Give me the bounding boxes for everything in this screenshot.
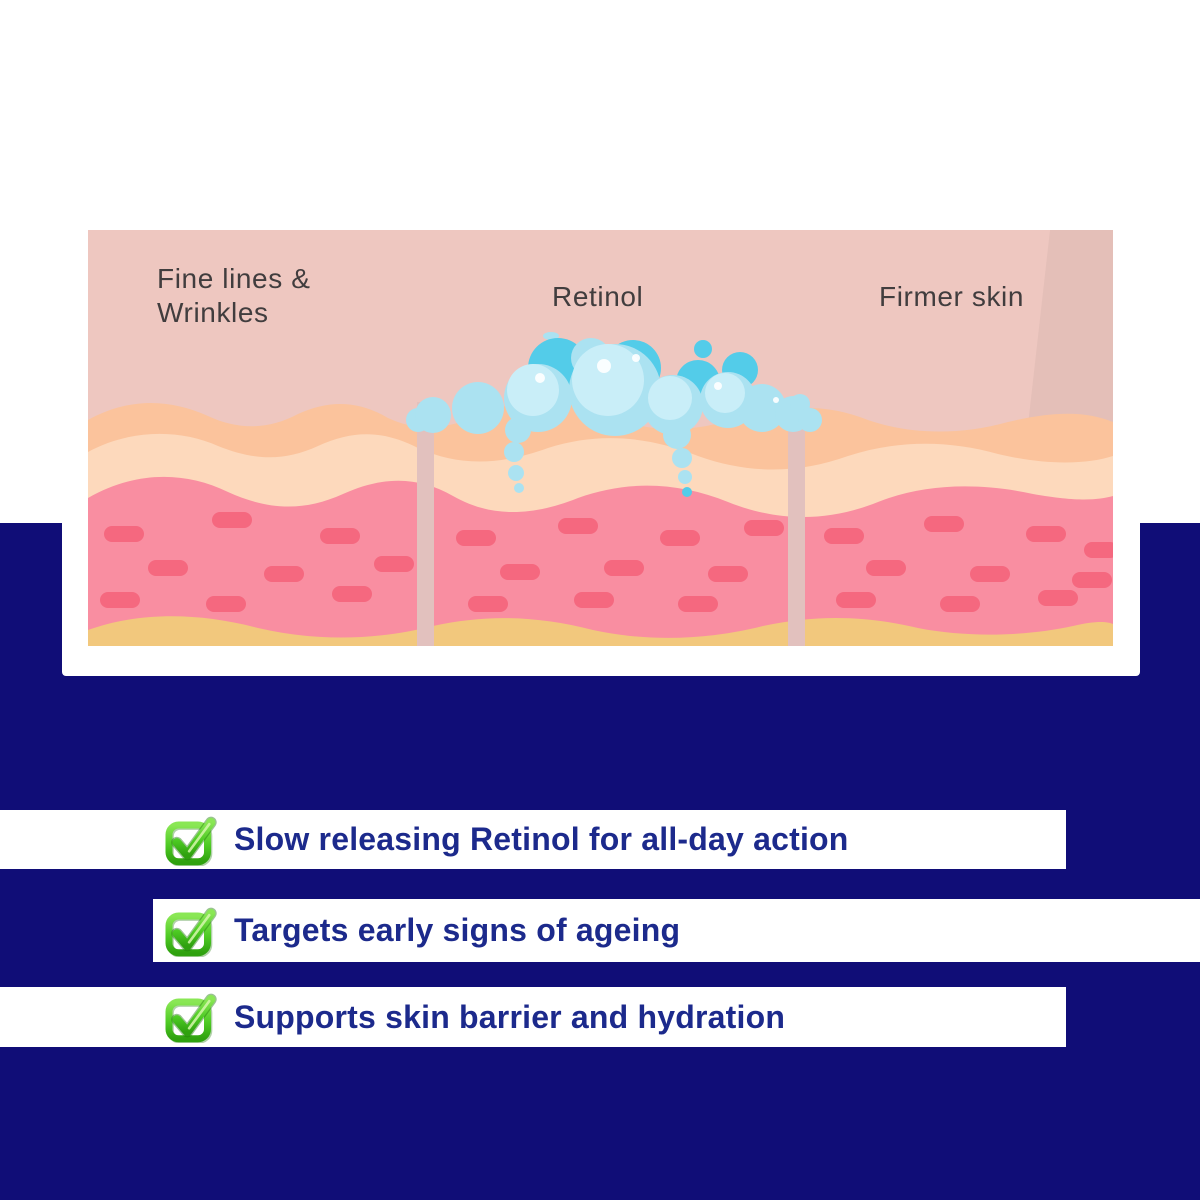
label-firmer-skin: Firmer skin [879, 281, 1025, 312]
label-fine-lines-line1: Fine lines & [157, 263, 311, 294]
green-checkbox-icon [165, 907, 217, 957]
benefit-banner-2: Targets early signs of ageing [153, 899, 1200, 962]
benefit-text: Slow releasing Retinol for all-day actio… [234, 821, 849, 857]
green-checkbox-icon [165, 993, 217, 1043]
label-fine-lines-line2: Wrinkles [157, 297, 269, 328]
benefit-text: Supports skin barrier and hydration [234, 998, 786, 1035]
label-retinol: Retinol [552, 281, 644, 312]
skin-diagram-card: Fine lines & Wrinkles Retinol Firmer ski… [88, 230, 1113, 646]
benefit-banner-1: Slow releasing Retinol for all-day actio… [0, 810, 1066, 869]
benefit-text: Targets early signs of ageing [234, 912, 681, 948]
retinol-foam-bubbles [406, 332, 822, 497]
green-checkbox-icon [165, 816, 217, 866]
skin-cross-section-illustration [88, 230, 1113, 646]
label-fine-lines-wrinkles: Fine lines & Wrinkles [157, 262, 311, 330]
benefit-banner-3: Supports skin barrier and hydration [0, 987, 1066, 1047]
panel-dividers [417, 402, 805, 646]
dermis-cell-capsules [100, 512, 1113, 612]
